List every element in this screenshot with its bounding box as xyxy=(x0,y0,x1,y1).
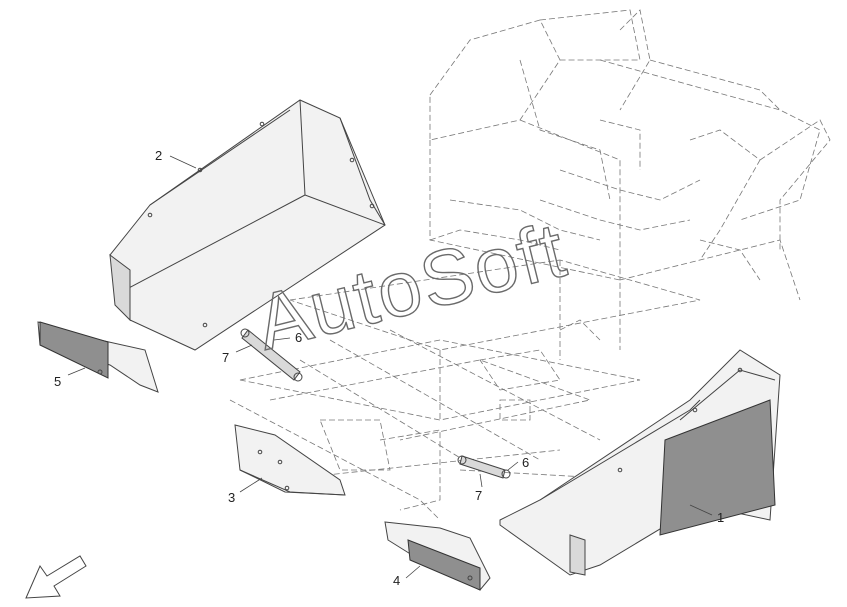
label-part-6-upper: 6 xyxy=(295,330,302,345)
arrow-down-left-icon xyxy=(25,555,87,599)
label-part-7-lower: 7 xyxy=(475,488,482,503)
cylinder-lower xyxy=(457,455,511,479)
label-part-3: 3 xyxy=(228,490,235,505)
cylinder-upper xyxy=(240,328,303,382)
leader-lines xyxy=(67,155,713,579)
label-part-6-lower: 6 xyxy=(522,455,529,470)
callout-labels: 2 5 3 4 1 7 6 6 7 xyxy=(54,148,724,588)
label-part-7-upper: 7 xyxy=(222,350,229,365)
part-1-right-shroud xyxy=(499,349,781,576)
label-part-1: 1 xyxy=(717,510,724,525)
label-part-4: 4 xyxy=(393,573,400,588)
part-4-lower-bracket xyxy=(384,521,491,591)
label-part-5: 5 xyxy=(54,374,61,389)
part-2-side-shroud xyxy=(109,99,386,351)
label-part-2: 2 xyxy=(155,148,162,163)
part-5-mount-bracket xyxy=(37,321,159,393)
part-3-side-plate xyxy=(234,424,346,496)
